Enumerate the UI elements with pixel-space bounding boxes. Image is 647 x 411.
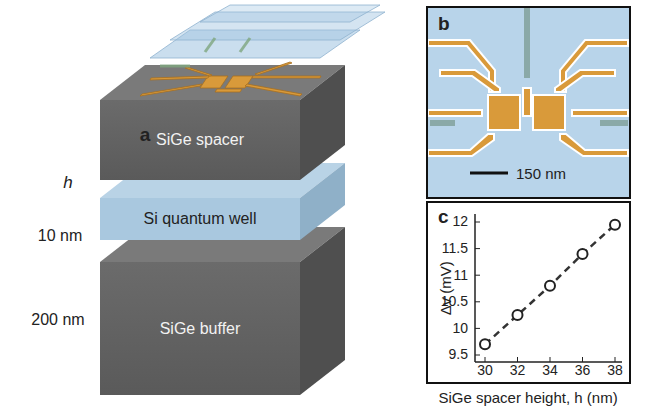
tick-label: 10 [452,321,468,336]
fit-line [485,225,615,345]
screening-gates-topview [430,8,628,123]
layer-name: Si quantum well [144,210,257,228]
dimension: h [63,174,72,193]
tick [485,357,486,362]
dielectric-planes [150,5,385,58]
scale-bar [470,172,508,175]
gate-electrodes [140,62,321,96]
panel-letter: c [438,207,449,228]
tick [475,355,480,356]
tick-label: 12 [452,214,468,229]
panel-frame: b 150 nm [426,6,631,199]
tick [517,357,518,362]
panel-letter: a [140,125,151,146]
tick-label: 32 [510,363,526,378]
scale-label: 150 nm [516,166,566,183]
axis-title: SiGe spacer height, h (nm) [438,390,617,407]
data-point [480,339,490,349]
data-point [610,220,620,230]
chart-plot [475,214,622,362]
tick [475,248,480,249]
y-axis [474,214,476,362]
tick [475,328,480,329]
tick-label: 11 [453,268,468,283]
tick-label: 9.5 [449,347,468,362]
tick-label: 36 [575,363,591,378]
spacer-layer [100,65,345,180]
tick [550,357,551,362]
tick [615,357,616,362]
substrate-topview [428,8,629,197]
layer-block: SiGe spacer [100,100,300,180]
dimension: 10 nm [38,227,82,245]
layer-name: SiGe spacer [156,131,244,149]
screening-gates [160,38,250,66]
tick-label: 34 [542,363,558,378]
tick [475,301,480,302]
data-point [513,310,523,320]
tick-label: 38 [607,363,623,378]
layer-block: Si quantum well [100,198,300,240]
tick-label: 11.5 [442,241,468,256]
panel-letter: b [438,14,450,35]
buffer-layer [100,227,345,395]
tick [475,222,480,223]
layer-name: SiGe buffer [160,320,241,338]
dimension: 200 nm [31,311,84,329]
tick [475,275,480,276]
tick-label: 30 [477,363,493,378]
tick [582,357,583,362]
layer-block: SiGe buffer [100,262,300,395]
tick-label: 10.5 [441,294,468,309]
data-point [578,249,588,259]
data-point [545,281,555,291]
